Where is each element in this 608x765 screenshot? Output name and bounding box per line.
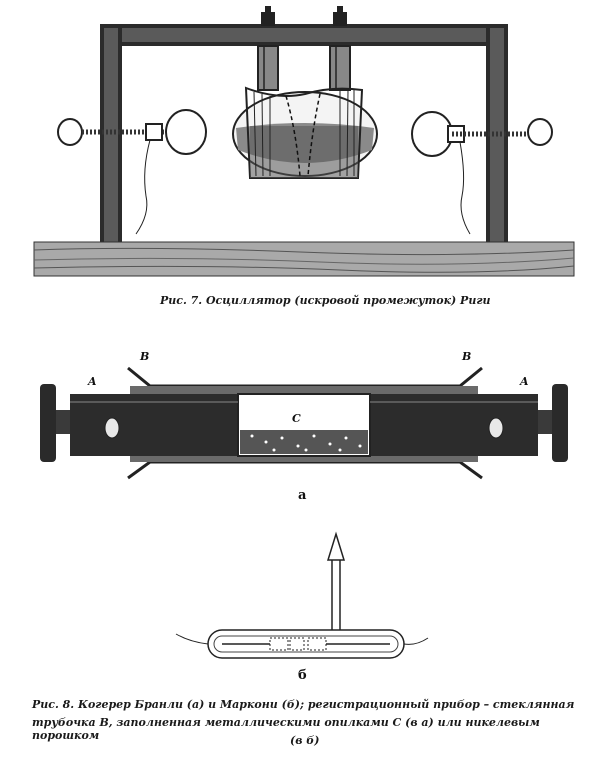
marconi-coherer-figure [175,531,429,659]
oil-vessel [232,86,378,179]
wooden-base [33,241,575,277]
label-a-left: A [88,375,97,388]
right-sphere-assembly [411,111,553,235]
electrode-rods [257,45,351,91]
end-caps [40,384,568,462]
label-a-right: A [520,375,529,388]
righi-oscillator-figure [33,6,575,277]
label-b-right: B [462,350,472,363]
terminal-screws [261,6,347,26]
figure7-caption: Рис. 7. Осциллятор (искровой промежуток)… [160,294,491,307]
subfigure-b-label: б [298,668,307,683]
figure8-caption-line3: (в б) [290,734,320,747]
coherer-tube [70,393,538,457]
figure8-caption-line1: Рис. 8. Когерер Бранли (а) и Маркони (б)… [32,698,575,711]
label-b-left: B [140,350,150,363]
lead-wires [175,633,429,645]
oscillator-frame [100,24,508,244]
figure8-caption-line2: трубочка В, заполненная металлическими о… [32,716,540,742]
vacuum-stem [326,531,346,632]
branly-coherer-figure [40,366,568,480]
left-sphere-assembly [57,109,207,235]
electrodes [222,637,390,651]
label-c: C [292,412,301,425]
subfigure-a-label: а [298,488,307,503]
